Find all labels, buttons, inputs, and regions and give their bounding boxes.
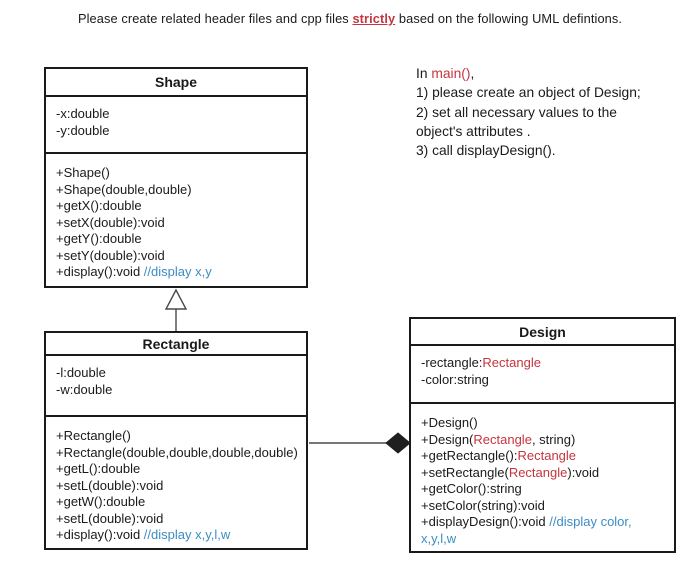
text-segment: +getL():double [56,461,141,476]
text-segment: +setX(double):void [56,214,165,230]
uml-methods-compartment: +Rectangle()+Rectangle(double,double,dou… [46,417,306,548]
text-segment: +setRectangle( [421,464,509,480]
text-segment: -color:string [421,371,489,387]
uml-method-line: +getRectangle():Rectangle [421,448,665,465]
uml-class-shape: Shape -x:double-y:double +Shape()+Shape(… [44,67,308,288]
text-segment: +display():void [56,527,144,542]
uml-attribute-line: -rectangle:Rectangle [421,355,665,372]
text-segment: x,y,l,w [421,530,457,546]
text-segment: +getW():double [56,494,146,509]
text-segment: Rectangle [517,448,577,463]
text-segment: +getRectangle(): [421,448,518,463]
uml-attribute-line: -y:double [56,123,297,140]
uml-attributes-compartment: -rectangle:Rectangle-color:string [411,346,674,404]
note-line: In main(), [416,64,678,83]
uml-method-line: x,y,l,w [421,531,665,548]
uml-method-line: +setX(double):void [56,215,297,232]
uml-method-line: +Rectangle() [56,428,297,445]
text-segment: +getX():double [56,198,142,213]
text-segment: +getY():double [56,231,142,246]
uml-method-line: +getW():double [56,494,297,511]
uml-method-line: +Design() [421,415,665,432]
uml-methods-compartment: +Shape()+Shape(double,double)+getX():dou… [46,154,306,286]
text-segment: -rectangle: [421,355,483,370]
uml-methods-compartment: +Design()+Design(Rectangle, string)+getR… [411,404,674,551]
uml-method-line: +Design(Rectangle, string) [421,432,665,449]
text-segment: -y:double [56,122,110,138]
uml-method-line: +Rectangle(double,double,double,double) [56,444,298,462]
inheritance-triangle-icon [164,288,188,310]
uml-method-line: +setL(double):void [56,511,297,528]
uml-method-line: +setY(double):void [56,248,297,265]
text-segment: 2) set all necessary values to the [416,104,617,120]
instruction-text: Please create related header files and c… [0,11,700,26]
uml-method-line: +displayDesign():void //display color, [421,514,665,531]
uml-method-line: +setRectangle(Rectangle):void [421,465,665,482]
text-segment: +Rectangle() [56,428,131,443]
text-segment: +Shape(double,double) [56,181,192,197]
text-segment: +Design( [421,431,474,447]
text-segment: //display x,y [143,264,212,279]
text-segment: -w:double [56,381,113,397]
text-segment: +display():void [56,264,144,279]
text-segment: strictly [352,11,396,26]
text-segment: In [416,66,432,81]
uml-method-line: +setL(double):void [56,478,297,495]
text-segment: ):void [567,464,600,480]
uml-class-title: Rectangle [46,333,306,356]
uml-attributes-compartment: -l:double-w:double [46,356,306,417]
uml-class-title: Design [411,319,674,346]
text-segment: -l:double [56,365,106,380]
text-segment: -x:double [56,106,110,121]
text-segment: +displayDesign():void [421,514,550,529]
text-segment: Please create related header files and c… [77,11,353,26]
uml-attribute-line: -w:double [56,382,297,399]
uml-method-line: +display():void //display x,y,l,w [56,527,297,544]
text-segment: , [470,66,475,81]
note-line: object's attributes . [416,122,678,141]
text-segment: +setY(double):void [56,247,165,263]
text-segment: //display x,y,l,w [143,527,231,542]
text-segment: +Design() [421,415,478,430]
text-segment: +getColor():string [421,481,522,496]
text-segment: +setL(double):void [56,510,164,526]
note-line: 3) call displayDesign(). [416,141,678,160]
main-instructions-note: In main(), 1) please create an object of … [416,64,678,160]
note-line: 1) please create an object of Design; [416,83,678,102]
uml-method-line: +getColor():string [421,481,665,498]
uml-method-line: +getY():double [56,231,297,248]
text-segment: +setL(double):void [56,477,164,493]
text-segment: +setColor(string):void [421,497,545,513]
uml-method-line: +setColor(string):void [421,498,665,515]
text-segment: Rectangle [473,431,532,447]
note-line: 2) set all necessary values to the [416,103,678,122]
uml-class-title: Shape [46,69,306,97]
uml-attribute-line: -x:double [56,106,297,123]
composition-diamond-icon [385,432,411,454]
uml-method-line: +display():void //display x,y [56,264,297,281]
uml-method-line: +Shape(double,double) [56,182,297,199]
text-segment: Rectangle [508,464,568,480]
text-segment: object's attributes . [416,123,531,139]
text-segment: +Rectangle(double,double,double,double) [56,444,298,460]
uml-attributes-compartment: -x:double-y:double [46,97,306,154]
text-segment: 1) please create an object of Design; [416,85,641,101]
uml-method-line: +getL():double [56,461,297,478]
uml-attribute-line: -color:string [421,372,665,389]
text-segment: //display color, [549,514,632,529]
text-segment: based on the following UML defintions. [395,11,623,26]
text-segment: Rectangle [482,355,541,370]
uml-method-line: +getX():double [56,198,297,215]
text-segment: main() [431,66,471,81]
text-segment: +Shape() [56,165,110,180]
uml-attribute-line: -l:double [56,365,297,382]
uml-method-line: +Shape() [56,165,297,182]
uml-class-design: Design -rectangle:Rectangle-color:string… [409,317,676,553]
text-segment: , string) [531,431,576,447]
uml-class-rectangle: Rectangle -l:double-w:double +Rectangle(… [44,331,308,550]
text-segment: 3) call displayDesign(). [416,143,556,159]
